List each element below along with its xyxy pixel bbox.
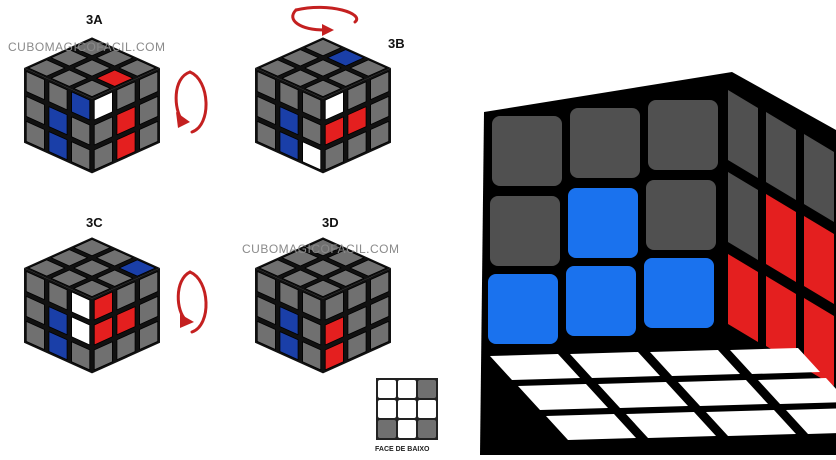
tutorial-steps-panel: 3A 3B 3C 3D CUBOMAGICOFACIL.COM CUBOMAGI… [0,0,460,455]
zoom-front-sticker [492,116,562,186]
bottom-face-sticker [398,400,416,418]
zoom-front-sticker [570,108,640,178]
zoom-front-sticker [644,258,714,328]
zoom-front-sticker [490,196,560,266]
zoomed-cube-svg [470,60,836,455]
rotate-arrow-3b [296,7,357,22]
rotate-arrow-3c [190,272,206,332]
bottom-face-sticker [378,400,396,418]
watermark-bottom: CUBOMAGICOFACIL.COM [242,242,400,256]
zoom-front-sticker [646,180,716,250]
bottom-face-sticker [398,420,416,438]
zoom-front-sticker [566,266,636,336]
cube-3b [255,37,391,173]
arrowhead-3b [322,24,334,36]
cube-3c [24,237,160,373]
zoom-front-sticker [568,188,638,258]
rotate-arrow-3a [190,72,206,132]
zoom-front-sticker [648,100,718,170]
arrowhead-3c [180,314,194,328]
rotate-arrow-3b-back [293,10,325,30]
rotate-arrow-3c-back [178,272,190,320]
bottom-face-sticker [378,420,396,438]
rotate-arrow-3a-back [176,72,190,120]
bottom-face-sticker [418,400,436,418]
bottom-face-caption: FACE DE BAIXO [375,446,429,453]
bottom-face-sticker [398,380,416,398]
cube-3d [255,237,391,373]
bottom-face-sticker [378,380,396,398]
zoom-front-sticker [488,274,558,344]
watermark-top: CUBOMAGICOFACIL.COM [8,40,166,54]
bottom-face-grid [376,378,438,446]
arrowhead-3a [176,112,190,128]
bottom-face-sticker [418,420,436,438]
zoomed-cube-closeup [470,60,836,455]
bottom-face-sticker [418,380,436,398]
cube-3a [24,37,160,173]
